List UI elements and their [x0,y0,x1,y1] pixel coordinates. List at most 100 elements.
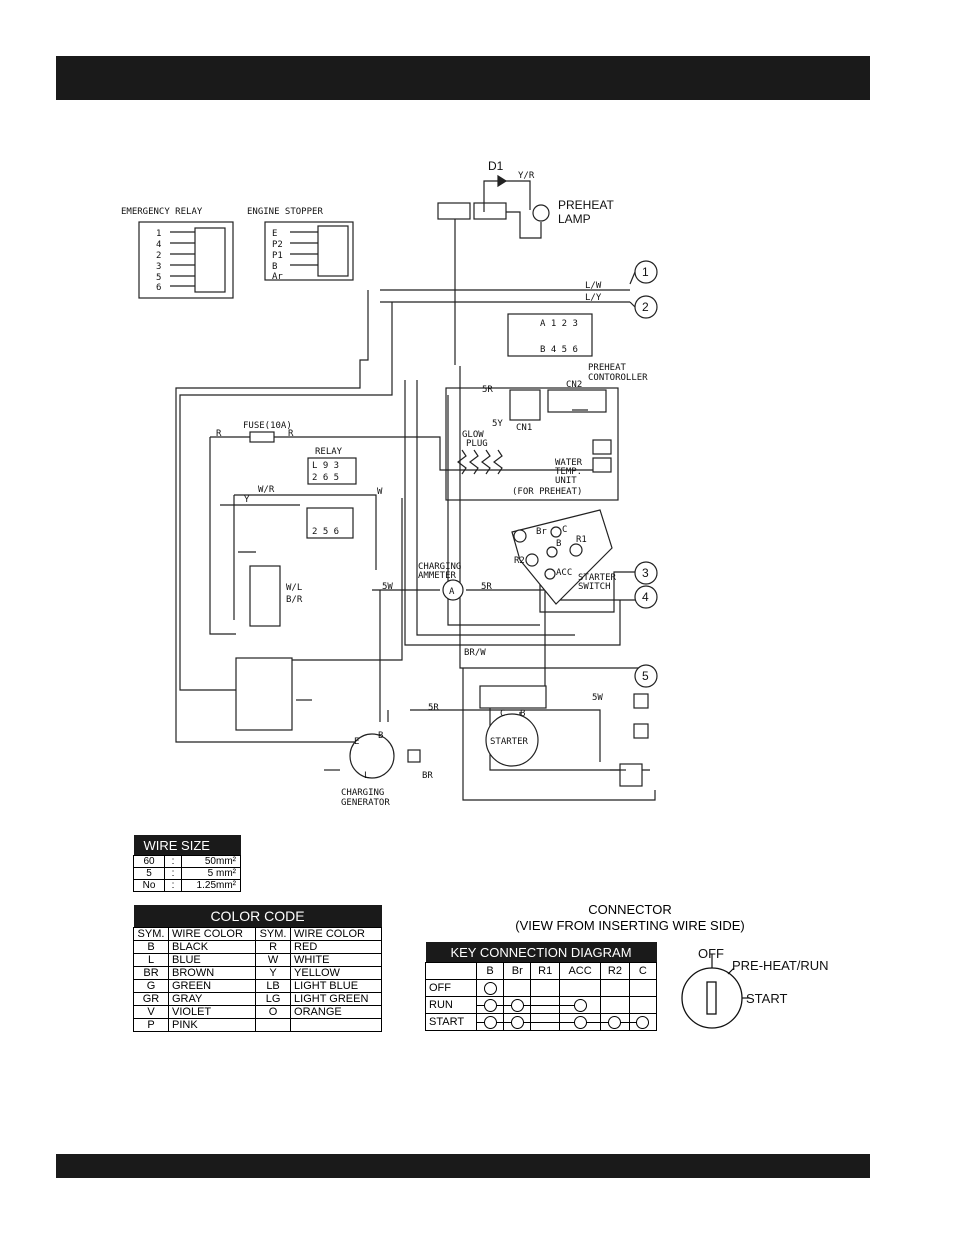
key-row-start: START [425,1013,658,1031]
key-row-run: RUN [425,996,658,1014]
contact-marker [510,1015,524,1029]
svg-text:Y: Y [244,495,250,505]
color-name: GREEN [167,979,257,993]
color-symbol: B [133,940,169,954]
svg-text:TEMP.: TEMP. [555,467,582,477]
svg-text:R: R [288,429,294,439]
svg-text:UNIT: UNIT [555,476,577,486]
svg-text:W/R: W/R [258,485,275,495]
svg-text:CONTOROLLER: CONTOROLLER [588,373,648,383]
header-bar [56,56,870,100]
svg-text:3: 3 [156,262,161,272]
wire-size-title: WIRE SIZE [133,835,241,856]
contact-marker [483,998,497,1012]
svg-text:2: 2 [156,251,161,261]
table-row: No : 1.25mm² [133,879,241,892]
key-connection-title: KEY CONNECTION DIAGRAM [425,942,657,963]
cn1-connector [509,389,541,421]
color-name: LIGHT GREEN [290,992,382,1006]
svg-text:GLOW: GLOW [462,430,484,440]
callout-5: 5 [634,664,658,688]
table-header-row: B Br R1 ACC R2 C [425,962,658,980]
connector-subtitle: (VIEW FROM INSERTING WIRE SIDE) [515,918,745,933]
key-connection-table: KEY CONNECTION DIAGRAM B Br R1 ACC R2 C … [425,942,658,1031]
svg-text:CN2: CN2 [566,380,582,390]
preheat-controller-connector [507,313,593,357]
svg-text:1: 1 [642,265,649,279]
svg-text:B: B [378,731,383,741]
contact-marker [483,981,497,995]
svg-text:STARTER: STARTER [490,737,529,747]
contact-marker [608,1015,622,1029]
cn2-connector [547,389,607,413]
emergency-relay [138,221,234,299]
svg-text:L 9 3: L 9 3 [312,461,339,471]
preheat-lamp-label-2: LAMP [558,212,591,226]
svg-text:5: 5 [156,273,161,283]
color-code-table: COLOR CODE SYM. WIRE COLOR SYM. WIRE COL… [133,905,382,1032]
svg-text:R1: R1 [576,535,587,545]
svg-text:RELAY: RELAY [315,447,343,457]
svg-text:2: 2 [642,300,649,314]
relay-2 [306,507,354,539]
preheat-lamp-label-1: PREHEAT [558,198,614,212]
svg-text:(FOR PREHEAT): (FOR PREHEAT) [512,487,582,497]
callout-3: 3 [634,561,658,585]
svg-text:C: C [500,709,505,719]
d1-label: D1 [488,159,504,173]
wiring-diagram: EMERGENCY RELAY 14 23 56 ENGINE STOPPER … [121,159,658,808]
svg-text:5: 5 [642,669,649,683]
svg-text:STARTER: STARTER [578,573,617,583]
svg-text:FUSE(10A): FUSE(10A) [243,421,292,431]
yr-label: Y/R [518,171,535,181]
callout-1: 1 [634,260,658,284]
table-row: 60 : 50mm² [133,855,241,868]
color-name [290,1018,382,1032]
color-name: ORANGE [290,1005,382,1019]
color-name: BROWN [167,966,257,980]
color-symbol: LB [255,979,292,993]
svg-text:ACC: ACC [556,568,572,578]
switch-off-label: OFF [698,946,724,961]
starter-switch [511,509,613,605]
table-row: 5 : 5 mm² [133,867,241,880]
svg-text:5R: 5R [481,582,492,592]
color-name: PINK [167,1018,257,1032]
svg-text:5R: 5R [482,385,493,395]
svg-text:2 6 5: 2 6 5 [312,473,339,483]
svg-text:L/W: L/W [585,281,602,291]
color-name: RED [290,940,382,954]
svg-text:E: E [272,229,277,239]
color-symbol [255,1018,292,1032]
relay [307,457,357,485]
emergency-relay-plug [249,565,281,627]
svg-text:L/Y: L/Y [585,293,602,303]
svg-text:CN1: CN1 [516,423,532,433]
charging-ammeter [442,579,464,601]
svg-text:Br: Br [536,527,547,537]
svg-text:BR: BR [422,771,433,781]
svg-text:2 5 6: 2 5 6 [312,527,339,537]
footer-bar [56,1154,870,1178]
svg-text:BR/W: BR/W [464,648,486,658]
svg-text:B: B [272,262,277,272]
svg-text:SWITCH: SWITCH [578,582,611,592]
svg-text:WATER: WATER [555,458,583,468]
connector-title: CONNECTOR [588,902,672,917]
svg-text:PREHEAT: PREHEAT [588,363,627,373]
contact-marker [483,1015,497,1029]
color-name: GRAY [167,992,257,1006]
svg-text:5W: 5W [382,582,393,592]
key-slot [706,981,717,1015]
emergency-relay-label: EMERGENCY RELAY [121,207,203,217]
color-name: BLACK [167,940,257,954]
color-symbol: BR [133,966,169,980]
key-switch-diagram: OFF PRE-HEAT/RUN START [681,946,829,1029]
svg-text:B: B [556,539,561,549]
color-name: BLUE [167,953,257,967]
svg-text:CHARGING: CHARGING [341,788,384,798]
